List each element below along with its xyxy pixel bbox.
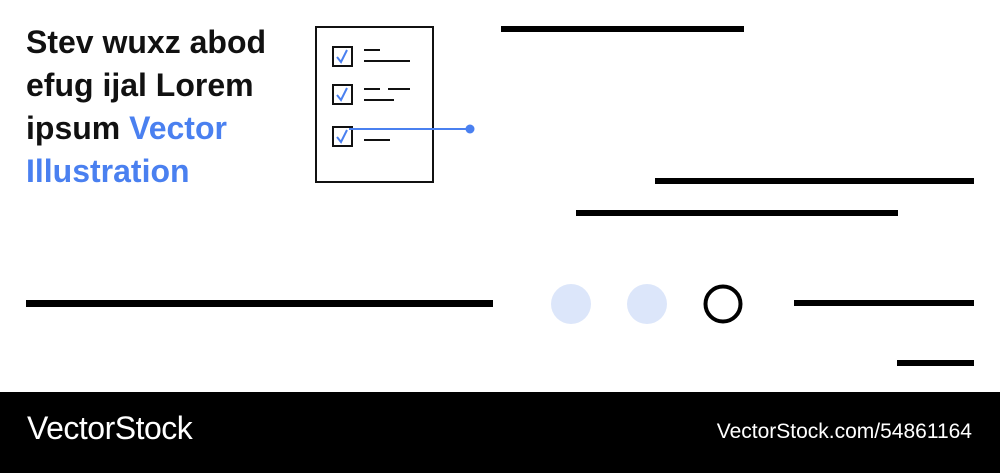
footer-banner: VectorStock VectorStock.com/54861164 (0, 392, 1000, 473)
illustration (26, 26, 974, 366)
decor-bar-mid-right (655, 178, 974, 184)
headline-text: Stev wuxz abod efug ijal Lorem ipsum (26, 24, 267, 146)
checkbox-icon (332, 126, 353, 147)
checkmark-icon (336, 129, 348, 144)
decor-bar-bottom-right (794, 300, 974, 306)
checkmark-icon (336, 87, 348, 102)
headline-accent: Vector Illustration (26, 110, 227, 189)
decor-bar-short (897, 360, 974, 366)
checklist-item-1 (332, 46, 410, 67)
slider-dot-2[interactable] (627, 284, 667, 324)
slider-dot-active[interactable] (703, 284, 743, 324)
headline: Stev wuxz abod efug ijal Lorem ipsum Vec… (26, 21, 306, 193)
checkbox-icon (332, 46, 353, 67)
checkmark-icon (336, 49, 348, 64)
source-url[interactable]: VectorStock.com/54861164 (716, 420, 972, 443)
brand-logo[interactable]: VectorStock (27, 410, 193, 446)
checkbox-icon (332, 84, 353, 105)
checklist-document-icon (315, 26, 475, 183)
decor-bar-bottom-left (26, 300, 493, 307)
decor-bar-mid (576, 210, 898, 216)
checklist-item-2 (332, 84, 410, 105)
slider-dot-1[interactable] (551, 284, 591, 324)
decor-bar-top (501, 26, 744, 32)
checklist-item-3 (332, 126, 390, 147)
connector-dot (465, 124, 475, 134)
